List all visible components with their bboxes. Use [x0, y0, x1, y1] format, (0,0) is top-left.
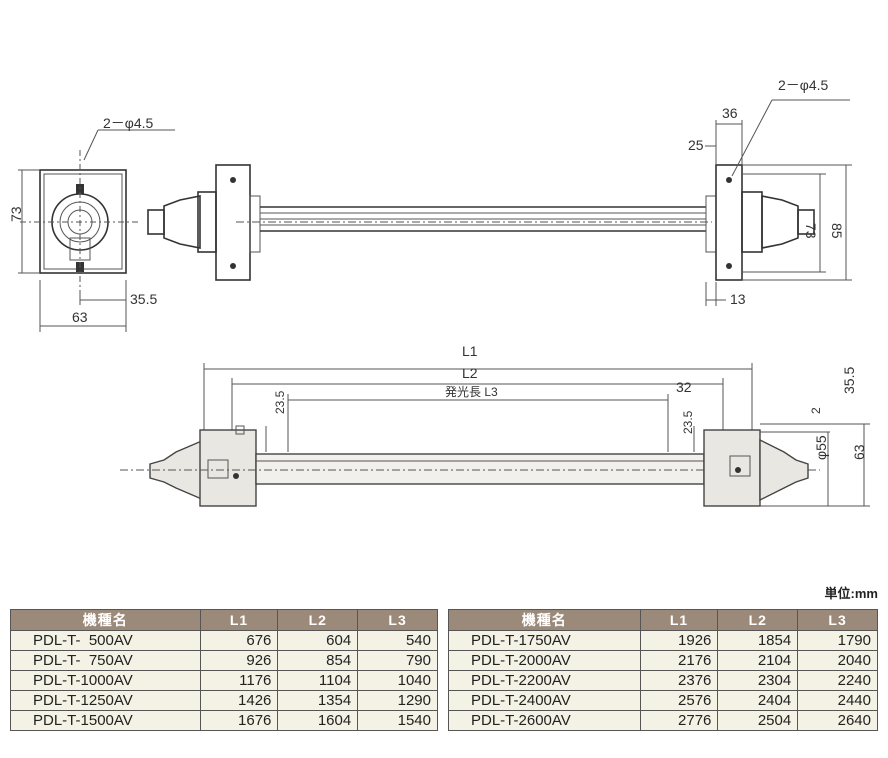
header-model: 機種名: [448, 609, 641, 631]
cell-L2: 604: [277, 630, 359, 651]
dim-32-label: 32: [676, 379, 692, 395]
dim-23-5-right-label: 23.5: [681, 410, 695, 434]
cell-L3: 1790: [797, 630, 878, 651]
cell-L1: 1676: [199, 710, 279, 731]
cell-L2: 1854: [717, 630, 799, 651]
cell-L2: 1604: [277, 710, 359, 731]
cell-model: PDL-T-1750AV: [448, 630, 641, 651]
dim-55-label: φ55: [813, 435, 829, 460]
cell-L3: 790: [357, 650, 438, 671]
cell-L2: 1354: [277, 690, 359, 711]
cell-L3: 1540: [357, 710, 438, 731]
cell-model: PDL-T-2000AV: [448, 650, 641, 671]
header-L1: L1: [199, 609, 279, 631]
L2-label: L2: [462, 365, 478, 381]
technical-drawing: 2－φ4.5 73 63 35.5: [8, 77, 870, 507]
cell-L1: 1176: [199, 670, 279, 691]
right-bottom-label: 13: [730, 291, 746, 307]
cell-L2: 2104: [717, 650, 799, 671]
cell-L2: 854: [277, 650, 359, 671]
header-L1: L1: [639, 609, 719, 631]
dim-35-5-label: 35.5: [841, 367, 857, 394]
cell-model: PDL-T-2200AV: [448, 670, 641, 691]
cell-model: PDL-T- 500AV: [10, 630, 201, 651]
cell-L3: 2240: [797, 670, 878, 691]
end-height-label: 73: [8, 206, 24, 222]
cell-L1: 926: [199, 650, 279, 671]
cell-model: PDL-T-1500AV: [10, 710, 201, 731]
front-view: L1 L2 発光長 L3 32 23.5 23.5: [120, 343, 870, 507]
cell-L1: 2376: [639, 670, 719, 691]
cell-L3: 1040: [357, 670, 438, 691]
cell-L1: 1926: [639, 630, 719, 651]
cell-model: PDL-T-1000AV: [10, 670, 201, 691]
end-offset-label: 35.5: [130, 291, 157, 307]
right-hole-label: 2－φ4.5: [778, 77, 829, 93]
L1-label: L1: [462, 343, 478, 359]
cell-L1: 2176: [639, 650, 719, 671]
end-hole-label: 2－φ4.5: [103, 115, 154, 131]
table-header: 機種名 L1 L2 L3: [448, 609, 878, 631]
cell-L3: 2640: [797, 710, 878, 731]
top-view: 36 25 2－φ4.5 73 85 13: [147, 77, 852, 307]
unit-label: 単位:mm: [824, 586, 878, 601]
cell-L3: 540: [357, 630, 438, 651]
L3-label: 発光長 L3: [445, 385, 498, 399]
right-inner-height-label: 73: [803, 223, 819, 239]
dim-23-5-left-label: 23.5: [273, 390, 287, 414]
cell-L1: 2776: [639, 710, 719, 731]
header-model: 機種名: [10, 609, 201, 631]
header-L3: L3: [797, 609, 878, 631]
cell-L2: 2304: [717, 670, 799, 691]
end-view: 2－φ4.5 73 63 35.5: [8, 115, 175, 332]
cell-model: PDL-T-1250AV: [10, 690, 201, 711]
right-top-label: 25: [688, 137, 704, 153]
end-width-label: 63: [72, 309, 88, 325]
cell-L3: 2440: [797, 690, 878, 711]
right-width-label: 36: [722, 105, 738, 121]
header-L2: L2: [277, 609, 359, 631]
cell-L3: 2040: [797, 650, 878, 671]
dim-2-label: 2: [809, 407, 823, 414]
cell-L1: 1426: [199, 690, 279, 711]
cell-L2: 2404: [717, 690, 799, 711]
cell-L1: 676: [199, 630, 279, 651]
cell-L2: 2504: [717, 710, 799, 731]
cell-model: PDL-T-2600AV: [448, 710, 641, 731]
dim-63-label: 63: [851, 444, 867, 460]
cell-model: PDL-T-2400AV: [448, 690, 641, 711]
table-header: 機種名 L1 L2 L3: [10, 609, 438, 631]
header-L2: L2: [717, 609, 799, 631]
cell-L2: 1104: [277, 670, 359, 691]
cell-L3: 1290: [357, 690, 438, 711]
right-outer-height-label: 85: [829, 223, 845, 239]
header-L3: L3: [357, 609, 438, 631]
cell-L1: 2576: [639, 690, 719, 711]
cell-model: PDL-T- 750AV: [10, 650, 201, 671]
